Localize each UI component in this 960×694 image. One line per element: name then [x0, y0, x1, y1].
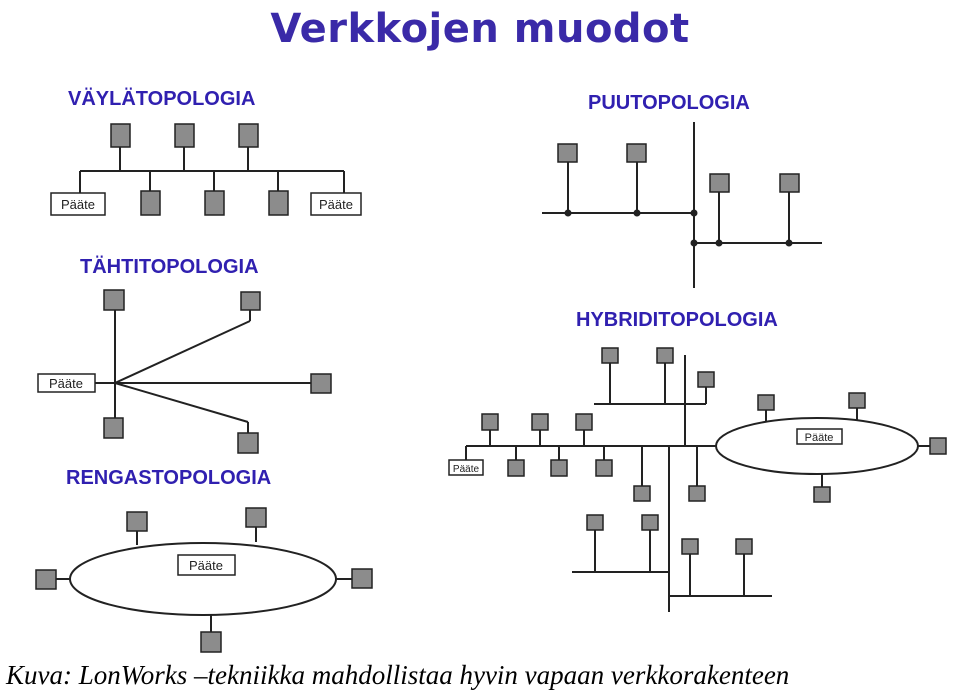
hybrid-node [550, 459, 568, 477]
tree-junction [785, 239, 793, 247]
hybrid-ring [715, 417, 919, 475]
hybrid-node [697, 371, 715, 388]
hybrid-node [595, 459, 613, 477]
star-topology-heading: TÄHTITOPOLOGIA [80, 256, 259, 278]
hybrid-topology-heading: HYBRIDITOPOLOGIA [576, 309, 778, 331]
bus-node [268, 190, 289, 216]
ring-links [56, 527, 352, 632]
hybrid-node [586, 514, 604, 531]
tree-junction [715, 239, 723, 247]
tree-topology-heading: PUUTOPOLOGIA [588, 92, 750, 114]
hybrid-ring-terminal-label: Pääte [805, 432, 834, 444]
bus-links [79, 147, 345, 193]
hybrid-node [601, 347, 619, 364]
hybrid-ring-node [757, 394, 775, 411]
star-node [237, 432, 259, 454]
hybrid-links [465, 355, 930, 612]
tree-junction [690, 209, 698, 217]
hybrid-node [681, 538, 699, 555]
star-node [240, 291, 261, 311]
bus-terminal-left [50, 192, 106, 216]
hybrid-ring-terminal [796, 428, 843, 445]
tree-links [542, 122, 822, 288]
hybrid-node [656, 347, 674, 364]
tree-node [626, 143, 647, 163]
hybrid-bus-terminal-label: Pääte [453, 464, 480, 475]
star-terminal-label: Pääte [49, 376, 83, 391]
ring-node [35, 569, 57, 590]
hybrid-node [688, 485, 706, 502]
figure-caption: Kuva: LonWorks –tekniikka mahdollistaa h… [6, 660, 790, 690]
bus-topology-heading: VÄYLÄTOPOLOGIA [68, 88, 256, 110]
hybrid-ring-node [813, 486, 831, 503]
star-node [103, 417, 124, 439]
hybrid-node [735, 538, 753, 555]
hybrid-node [633, 485, 651, 502]
tree-junction [690, 239, 698, 247]
bus-terminal-left-label: Pääte [61, 197, 95, 212]
ring-node [200, 631, 222, 653]
bus-topology: Pääte Pääte [50, 123, 362, 216]
ring-node [245, 507, 267, 528]
bus-node [238, 123, 259, 148]
hybrid-node [531, 413, 549, 431]
tree-node [779, 173, 800, 193]
bus-terminal-right-label: Pääte [319, 197, 353, 212]
hybrid-node [481, 413, 499, 431]
ring-node [126, 511, 148, 532]
hybrid-bus-terminal [448, 459, 484, 476]
bus-terminal-right [310, 192, 362, 216]
page-title: Verkkojen muodot [270, 6, 690, 52]
ring-terminal-label: Pääte [189, 558, 223, 573]
ring-topology-heading: RENGASTOPOLOGIA [66, 467, 272, 489]
star-links [95, 300, 311, 433]
bus-node [110, 123, 131, 148]
star-node [103, 289, 125, 311]
star-terminal [37, 373, 96, 393]
tree-topology [542, 122, 822, 288]
tree-node [709, 173, 730, 193]
star-topology: Pääte [37, 289, 332, 454]
hybrid-node [507, 459, 525, 477]
hybrid-ring-node [929, 437, 947, 455]
hybrid-ring-node [848, 392, 866, 409]
tree-node [557, 143, 578, 163]
ring-terminal [177, 554, 236, 576]
ring-node [351, 568, 373, 589]
hybrid-topology: Pääte Pääte [448, 347, 947, 612]
ring-topology: Pääte [35, 507, 373, 653]
hybrid-node [641, 514, 659, 531]
bus-node [140, 190, 161, 216]
tree-junction [633, 209, 641, 217]
bus-node [204, 190, 225, 216]
star-node [310, 373, 332, 394]
hybrid-node [575, 413, 593, 431]
ring-loop [69, 542, 337, 616]
bus-node [174, 123, 195, 148]
tree-junction [564, 209, 572, 217]
